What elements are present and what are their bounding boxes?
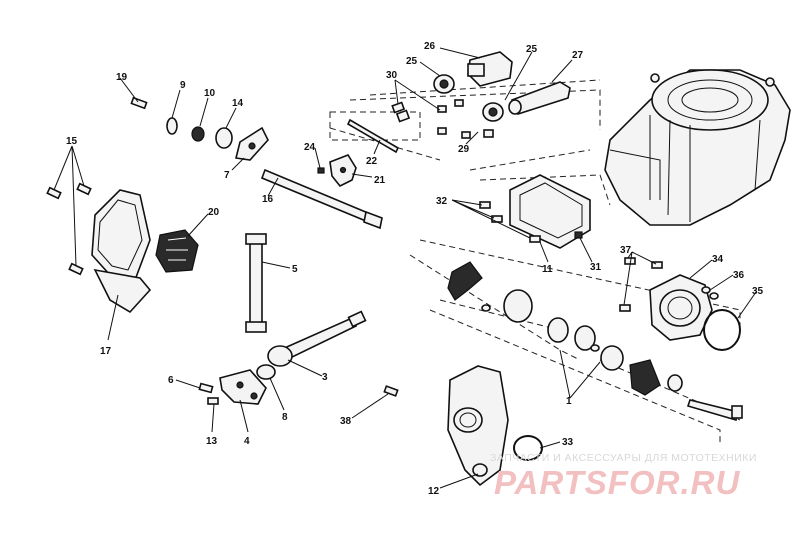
rod-5 [245, 233, 267, 333]
callout-37: 37 [620, 245, 632, 256]
callout-11: 11 [542, 264, 553, 275]
callout-36: 36 [733, 270, 745, 281]
bracket-21 [317, 154, 357, 188]
callout-31: 31 [590, 262, 602, 273]
lower-cover [383, 365, 543, 487]
callout-10: 10 [204, 88, 216, 99]
shift-shaft-16 [235, 126, 383, 230]
small-parts-9-10-14-19 [130, 96, 233, 149]
callout-17: 17 [100, 346, 112, 357]
callout-4: 4 [244, 436, 250, 447]
callout-8: 8 [282, 412, 288, 423]
callout-27: 27 [572, 50, 584, 61]
rod-22 [346, 118, 400, 154]
watermark-brand: PARTSFOR.RU [494, 464, 740, 501]
callout-29: 29 [458, 144, 470, 155]
valve-cover [479, 174, 591, 249]
pump-shaft-assembly-1 [447, 261, 743, 422]
callout-14: 14 [232, 98, 244, 109]
callout-5: 5 [292, 264, 298, 275]
callout-6: 6 [168, 375, 174, 386]
callout-3: 3 [322, 372, 328, 383]
leader-lines [53, 47, 757, 489]
watermark-tagline: ЗАПЧАСТИ И АКСЕССУАРЫ ДЛЯ МОТОТЕХНИКИ [490, 452, 757, 464]
cylinder [604, 69, 791, 226]
callout-19: 19 [116, 72, 128, 83]
callout-1: 1 [566, 396, 572, 407]
callout-9: 9 [180, 80, 186, 91]
callout-13: 13 [206, 436, 218, 447]
callout-26: 26 [424, 41, 436, 52]
callout-22: 22 [366, 156, 378, 167]
callout-12: 12 [428, 486, 440, 497]
callout-20: 20 [208, 207, 220, 218]
callout-21: 21 [374, 175, 386, 186]
callout-38: 38 [340, 416, 352, 427]
water-pump-cover [619, 257, 741, 351]
callout-33: 33 [562, 437, 574, 448]
callout-numbers: 19 9 10 14 7 16 15 17 20 5 24 21 22 26 2… [66, 41, 764, 497]
callout-30: 30 [386, 70, 398, 81]
left-case-cover [46, 182, 152, 314]
callout-25a: 25 [406, 56, 418, 67]
callout-16: 16 [262, 194, 274, 205]
callout-15: 15 [66, 136, 78, 147]
callout-24: 24 [304, 142, 316, 153]
callout-35: 35 [752, 286, 764, 297]
shaft-assembly-3 [198, 310, 367, 405]
callout-25b: 25 [526, 44, 538, 55]
exhaust-valve-parts [433, 51, 571, 122]
callout-32: 32 [436, 196, 448, 207]
callout-7: 7 [224, 170, 230, 181]
callout-34: 34 [712, 254, 724, 265]
rubber-block-20 [155, 229, 199, 273]
